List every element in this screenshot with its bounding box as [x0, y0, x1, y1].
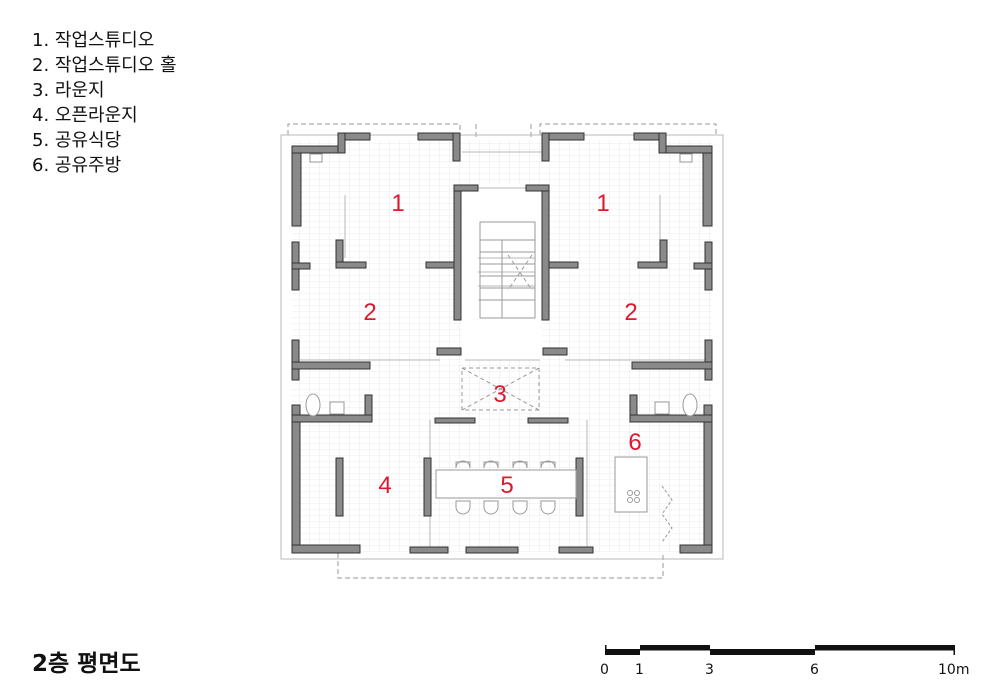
room-label-hall: 2	[624, 299, 637, 326]
scale-label: 6	[810, 662, 819, 678]
room-label-lounge: 3	[493, 381, 506, 408]
room-label-kitchen: 6	[628, 429, 641, 456]
scale-label: 10m	[938, 662, 970, 678]
scale-label: 1	[635, 662, 644, 678]
toilet-icon	[682, 393, 698, 417]
kitchen-counter	[614, 456, 648, 513]
room-label-dining: 5	[500, 472, 513, 499]
fixtures	[305, 153, 698, 543]
legend-item: 6. 공유주방	[32, 155, 122, 176]
legend-item: 2. 작업스튜디오 홀	[32, 55, 177, 76]
balcony-outline	[287, 123, 717, 579]
dining-table	[435, 469, 577, 499]
lounge-void	[461, 367, 540, 411]
page-title: 2층 평면도	[32, 651, 141, 677]
scale-label: 3	[705, 662, 714, 678]
legend-item: 5. 공유식당	[32, 130, 122, 151]
legend-item: 4. 오픈라운지	[32, 105, 138, 126]
legend-item: 1. 작업스튜디오	[32, 30, 155, 51]
room-label-hall: 2	[363, 299, 376, 326]
toilet-icon	[305, 393, 321, 417]
room-label-studio: 1	[391, 190, 404, 217]
scale-label: 0	[600, 662, 609, 678]
walls	[291, 132, 713, 554]
room-label-studio: 1	[596, 190, 609, 217]
scale-bar	[605, 645, 955, 655]
room-label-open-lounge: 4	[378, 472, 391, 499]
stair-core	[479, 221, 536, 319]
legend-item: 3. 라운지	[32, 80, 105, 101]
room-legend: 1. 작업스튜디오 2. 작업스튜디오 홀 3. 라운지 4. 오픈라운지 5.…	[32, 28, 177, 178]
